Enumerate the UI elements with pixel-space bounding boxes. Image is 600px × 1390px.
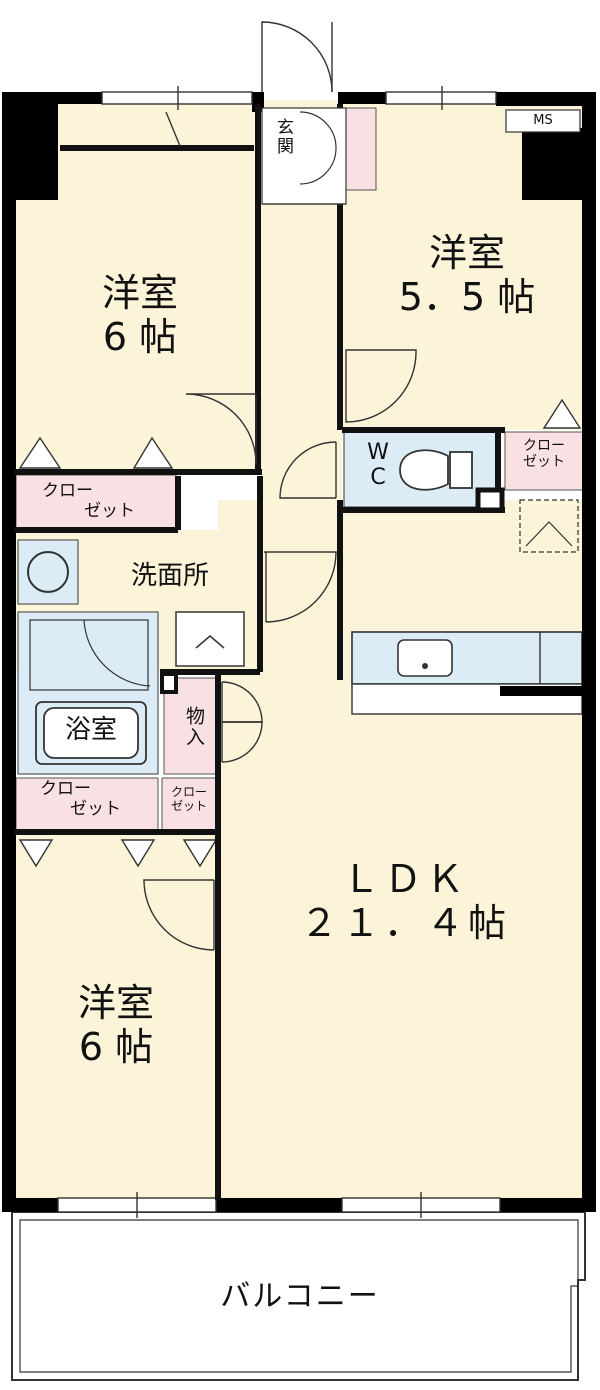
washbasin (175, 611, 245, 667)
room-name: 洋室 (77, 981, 154, 1025)
entrance-floor (261, 107, 347, 205)
bath-label: 浴室 (64, 715, 117, 745)
wc-line1: W (367, 440, 389, 465)
room-label-western-top-right: 洋室 5．5 帖 (372, 231, 562, 319)
room-label-western-bottom-left: 洋室 6 帖 (56, 981, 176, 1069)
closet-label-top-left: クロー ゼット (30, 481, 160, 521)
entrance-shelf (345, 107, 377, 191)
windows (57, 86, 501, 1218)
washroom-label: 洗面所 (130, 561, 209, 591)
closet-top-right[interactable] (504, 431, 584, 491)
closet-line1: クロー (40, 779, 91, 799)
closet-line2: ゼット (170, 798, 207, 813)
closet-bottom-left-narrow[interactable] (161, 777, 217, 833)
washing-machine-icon (27, 551, 69, 593)
room-name: 洋室 (428, 231, 505, 275)
fridge-space (519, 499, 579, 553)
balcony-label: バルコニー (220, 1279, 380, 1314)
ldk-floor (218, 500, 586, 1205)
walls (2, 92, 596, 1212)
closet-line1: クロー (523, 438, 565, 454)
room-label-western-top-left: 洋室 6 帖 (80, 271, 200, 359)
storage-label: 物入 (183, 706, 205, 748)
ms-label: MS (533, 113, 553, 128)
closet-line2: ゼット (70, 798, 121, 819)
wc-line2: C (370, 465, 386, 491)
western-room-bottom-left-floor (14, 832, 218, 1205)
closet-line1: クロー (170, 785, 207, 799)
toilet-icon (399, 449, 449, 491)
wc-label: W C (358, 440, 398, 491)
kitchen-counter (351, 631, 583, 685)
bath-label-box (43, 707, 139, 759)
washbasin-mark-icon (195, 635, 225, 649)
room-name: 洋室 (101, 271, 178, 315)
room-size: ２１．４帖 (299, 900, 510, 945)
room-size: 6 帖 (78, 1024, 154, 1069)
closet-line1: クロー (42, 481, 93, 501)
room-name: ＬＤＫ (341, 857, 468, 901)
closet-label-bottom-left-narrow: クロー ゼット (162, 785, 216, 814)
ms-box (505, 109, 581, 133)
room-label-ldk: ＬＤＫ ２１．４帖 (280, 857, 530, 945)
entrance-door-swing (261, 21, 333, 93)
closet-label-bottom-left-wide: クロー ゼット (26, 779, 156, 819)
entrance-label: 玄関 (273, 118, 293, 156)
room-size: 6 帖 (102, 314, 178, 359)
closet-line2: ゼット (523, 454, 565, 471)
closet-label-top-right: クロー ゼット (506, 438, 582, 470)
storage-box[interactable] (163, 677, 217, 775)
closet-line2: ゼット (84, 500, 135, 521)
kitchen-sink (397, 639, 453, 677)
room-size: 5．5 帖 (398, 274, 536, 319)
door-swings (143, 111, 417, 951)
